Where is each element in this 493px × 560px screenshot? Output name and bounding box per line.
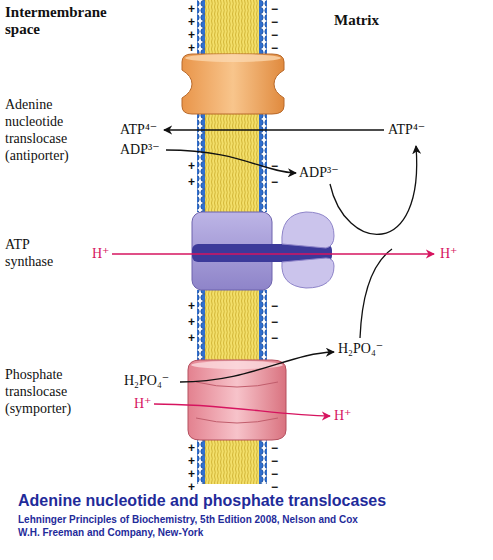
charge-sign: −	[271, 42, 278, 54]
proton-label: H⁺	[134, 395, 152, 412]
proton-symport-arrow	[154, 404, 330, 416]
charge-sign: +	[188, 29, 195, 41]
charge-sign: −	[271, 160, 278, 172]
charge-sign: −	[271, 481, 278, 493]
phosphate-label: H₂PO₄⁻	[124, 372, 169, 389]
charge-sign: −	[271, 300, 278, 312]
charge-sign: +	[188, 176, 195, 188]
charge-sign: −	[271, 455, 278, 467]
charge-sign: −	[271, 332, 278, 344]
proton-flow-arrow	[112, 253, 434, 254]
charge-sign: +	[188, 468, 195, 480]
atp-synthase-protein	[192, 212, 334, 290]
charge-sign: +	[188, 3, 195, 15]
charge-sign: +	[188, 455, 195, 467]
charge-sign: +	[188, 481, 195, 493]
charge-sign: −	[271, 442, 278, 454]
charge-sign: +	[188, 300, 195, 312]
nucleotide-label: ADP³⁻	[120, 141, 160, 158]
nucleotide-label: ADP³⁻	[299, 164, 339, 181]
protein-name: Adenine nucleotide translocase (antiport…	[5, 96, 113, 164]
compartment-label: Matrix	[334, 12, 379, 29]
symporter-protein	[188, 360, 286, 440]
phosphate-import-arrow	[180, 352, 334, 382]
compartment-label: Intermembrane space	[5, 4, 130, 38]
charge-sign: −	[271, 29, 278, 41]
atp-export-arrow	[164, 129, 384, 130]
phosphate-label: H₂PO₄⁻	[338, 340, 383, 357]
charge-sign: −	[271, 3, 278, 15]
protein-label-group: ATP synthase	[5, 210, 335, 274]
proton-label: H⁺	[334, 407, 352, 424]
adp-import-arrow	[166, 150, 296, 173]
antiporter-protein	[182, 54, 284, 114]
charge-sign: +	[188, 442, 195, 454]
charge-sign: +	[188, 332, 195, 344]
charge-sign: −	[271, 176, 278, 188]
charge-sign: −	[271, 468, 278, 480]
source-credit: Lehninger Principles of Biochemistry, 5t…	[18, 514, 358, 526]
protein-name: ATP synthase	[5, 236, 75, 270]
phosphorylation-arrow	[330, 146, 417, 234]
proton-label: H⁺	[92, 245, 110, 262]
charge-sign: −	[271, 16, 278, 28]
nucleotide-label: ATP⁴⁻	[388, 121, 425, 138]
charge-sign: +	[188, 160, 195, 172]
source-credit: W.H. Freeman and Company, New-York	[18, 527, 203, 539]
phosphate-join-arrow	[360, 249, 392, 338]
charge-sign: +	[188, 16, 195, 28]
figure-caption: Adenine nucleotide and phosphate translo…	[18, 492, 386, 510]
charge-sign: +	[188, 42, 195, 54]
charge-sign: −	[271, 316, 278, 328]
nucleotide-label: ATP⁴⁻	[120, 121, 157, 138]
protein-label-group: Phosphate translocase (symporter)	[5, 358, 288, 421]
charge-sign: +	[188, 316, 195, 328]
proton-label: H⁺	[440, 245, 458, 262]
protein-name: Phosphate translocase (symporter)	[5, 366, 117, 417]
